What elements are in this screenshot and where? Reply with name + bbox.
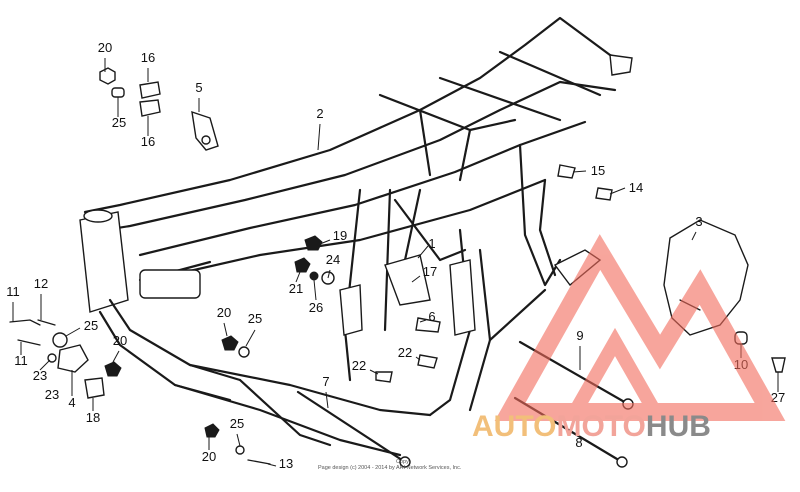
copyright-notice: Copy Page design (c) 2004 - 2014 by ARI … [318,459,461,471]
callout-number-25: 25 [230,416,244,431]
automotohub-logo: AUTOMOTOHUB [472,410,711,444]
callout-number-6: 6 [428,309,435,324]
callout-number-2: 2 [316,106,323,121]
callout-number-14: 14 [629,180,643,195]
callout-number-12: 12 [34,276,48,291]
callout-number-21: 21 [289,281,303,296]
callout-number-9: 9 [576,328,583,343]
callout-number-25: 25 [84,318,98,333]
engine-bolt-7 [296,390,407,464]
callout-number-22: 22 [352,358,366,373]
callout-number-25: 25 [112,115,126,130]
callout-number-19: 19 [333,228,347,243]
hardware-parts [9,67,786,465]
callout-number-24: 24 [326,252,340,267]
callout-number-20: 20 [113,333,127,348]
callout-number-23: 23 [33,368,47,383]
automotohub-logo-mark [494,234,786,421]
callout-number-17: 17 [423,264,437,279]
callout-number-8: 8 [575,435,582,450]
callout-number-7: 7 [322,374,329,389]
logo-text-moto: MOTO [556,410,646,443]
callout-number-3: 3 [695,214,702,229]
callout-number-26: 26 [309,300,323,315]
callout-number-11: 11 [14,353,28,368]
motorcycle-frame [79,16,633,457]
callout-number-4: 4 [68,395,75,410]
callout-number-27: 27 [771,390,785,405]
callout-number-16: 16 [141,50,155,65]
callout-number-23: 23 [45,387,59,402]
callout-number-20: 20 [217,305,231,320]
callout-number-5: 5 [195,80,202,95]
callout-number-16: 16 [141,134,155,149]
callout-number-15: 15 [591,163,605,178]
leader-lines [12,58,779,467]
logo-text-auto: AUTO [472,410,557,443]
copyright-line-1: Copy [396,459,409,465]
callout-number-22: 22 [398,345,412,360]
callout-number-11: 11 [6,284,20,299]
callout-number-1: 1 [428,236,435,251]
callout-number-25: 25 [248,311,262,326]
callout-number-20: 20 [98,40,112,55]
copyright-line-2: Page design (c) 2004 - 2014 by ARI Netwo… [318,465,462,471]
logo-text-hub: HUB [645,410,711,443]
callout-number-20: 20 [202,449,216,464]
callout-number-13: 13 [279,456,293,471]
callout-number-18: 18 [86,410,100,425]
